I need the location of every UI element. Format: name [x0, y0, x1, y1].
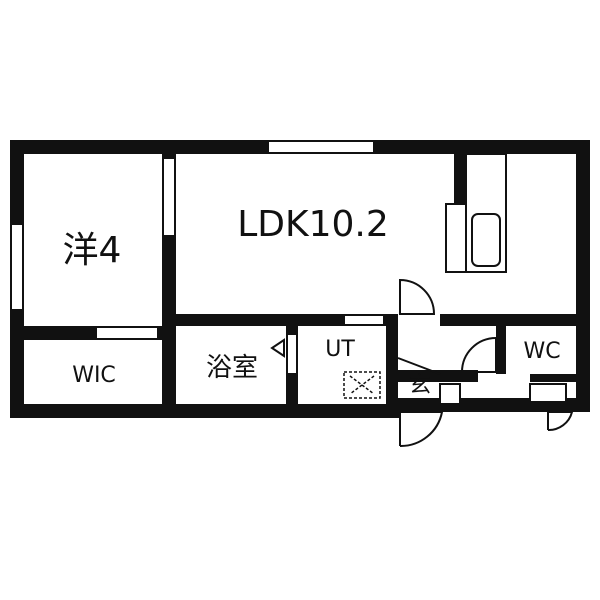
window-ldk-top — [267, 140, 375, 154]
room-label-wic: WIC — [72, 363, 116, 388]
door-ldk-icon — [399, 278, 436, 315]
window-bedroom-left — [10, 223, 24, 311]
sliding-door-wic — [95, 326, 159, 340]
room-label-bedroom: 洋4 — [63, 230, 122, 271]
sliding-door-bedroom — [162, 157, 176, 237]
windows — [10, 140, 385, 375]
door-storage-icon — [547, 411, 574, 432]
door-entrance-icon — [399, 411, 444, 448]
bath-door-icon — [270, 338, 285, 358]
room-label-toilet: WC — [523, 339, 560, 364]
room-label-utility: UT — [325, 337, 355, 362]
washer-space-icon — [343, 371, 381, 399]
doors — [399, 278, 574, 448]
door-bath — [286, 333, 298, 375]
kitchen-counter — [445, 153, 507, 273]
sink-icon — [471, 213, 501, 267]
room-label-bath: 浴室 — [206, 353, 258, 383]
sliding-door-ut — [343, 314, 385, 326]
room-label-entrance: 玄 — [409, 373, 431, 398]
door-wc-icon — [460, 337, 497, 373]
outer-walls — [10, 140, 590, 418]
entrance-step — [397, 357, 567, 405]
room-label-ldk: LDK10.2 — [237, 204, 389, 245]
